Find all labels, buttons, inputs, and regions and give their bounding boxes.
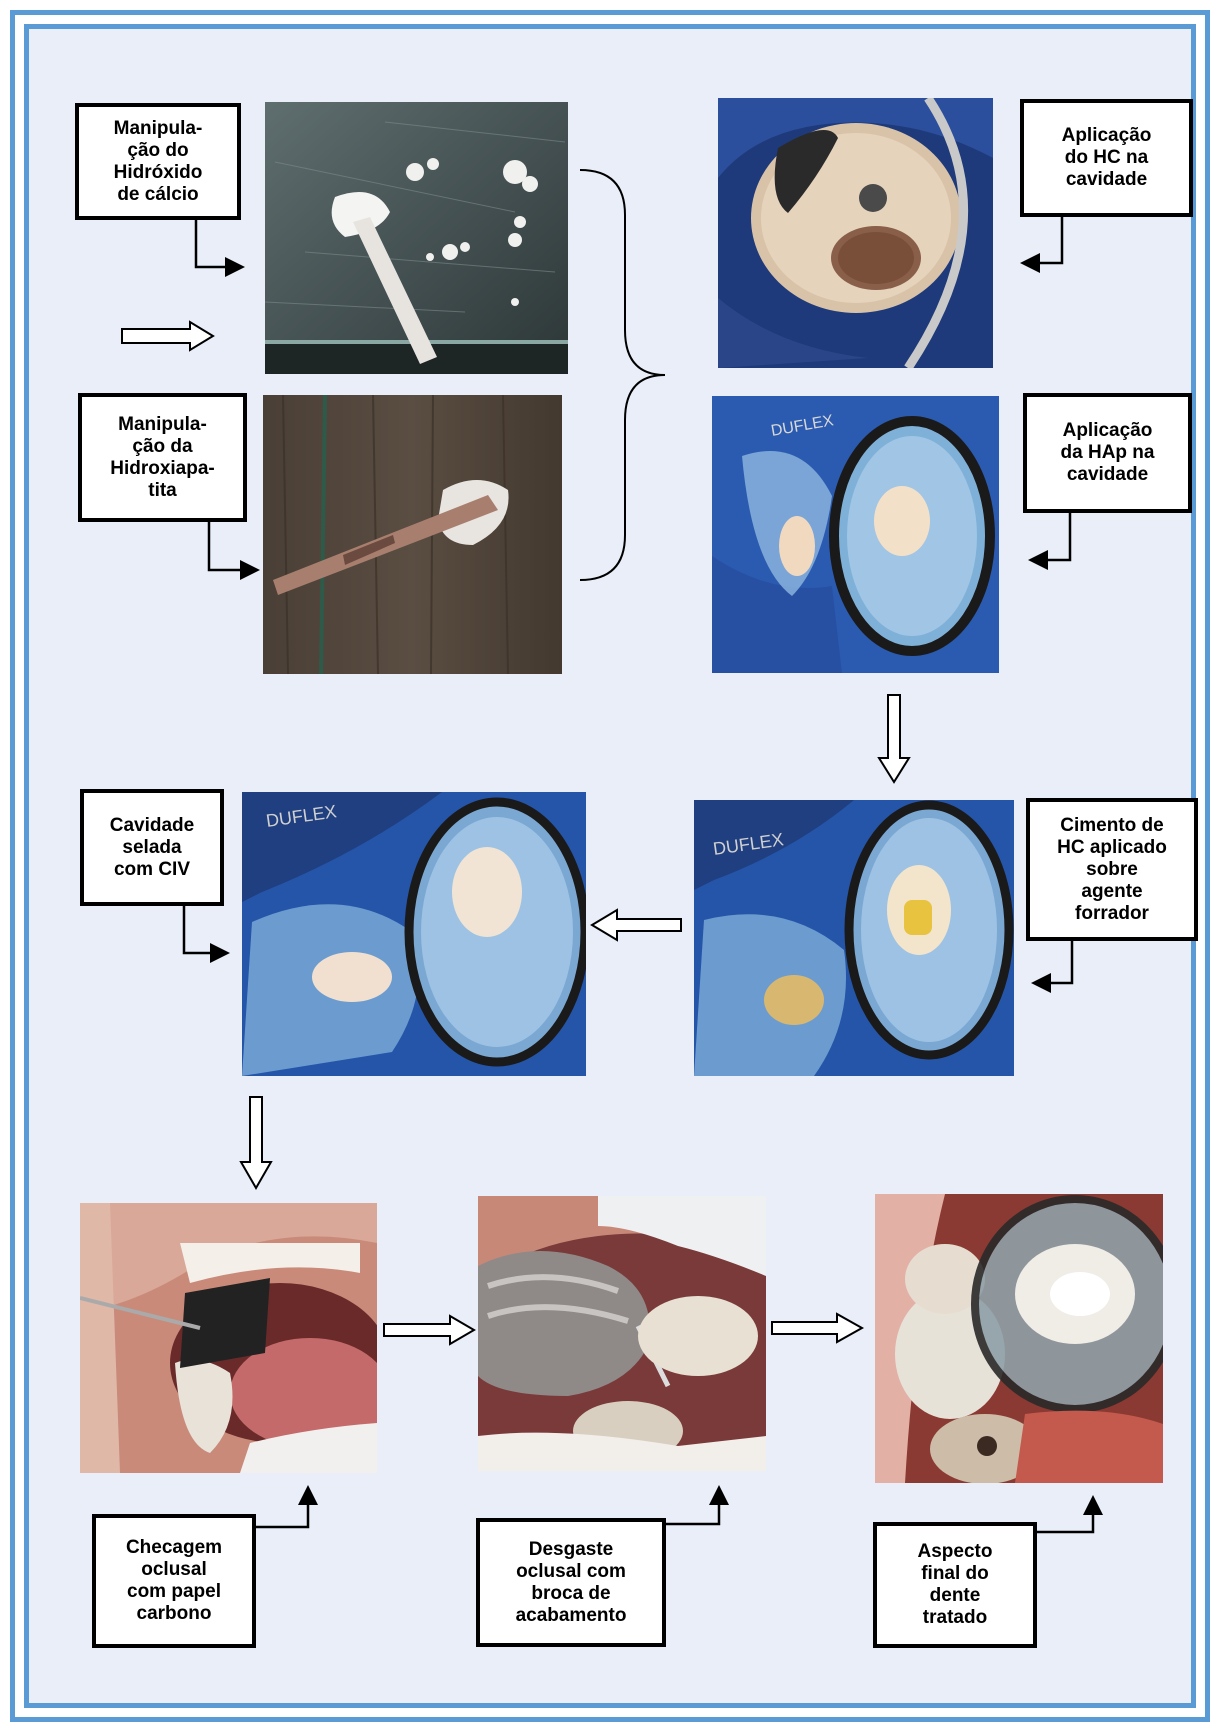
connector-manip-hap [209, 522, 255, 570]
connector-aspecto [1037, 1500, 1093, 1532]
connector-aplic-hc [1025, 217, 1062, 263]
connector-cavidade-selada [184, 906, 225, 953]
hollow-arrow-left-entry [122, 322, 213, 350]
brace [580, 170, 665, 580]
connector-manip-hc [196, 220, 240, 267]
connector-aplic-hap [1033, 513, 1070, 560]
connector-cimento-hc [1036, 941, 1072, 983]
hollow-arrow-left-mid [592, 910, 681, 940]
hollow-arrow-down-1 [879, 695, 909, 782]
hollow-arrow-right-1 [384, 1316, 474, 1344]
connector-checagem [256, 1490, 308, 1527]
connector-desgaste [666, 1490, 719, 1524]
hollow-arrow-right-2 [772, 1314, 862, 1342]
hollow-arrow-down-2 [241, 1097, 271, 1188]
